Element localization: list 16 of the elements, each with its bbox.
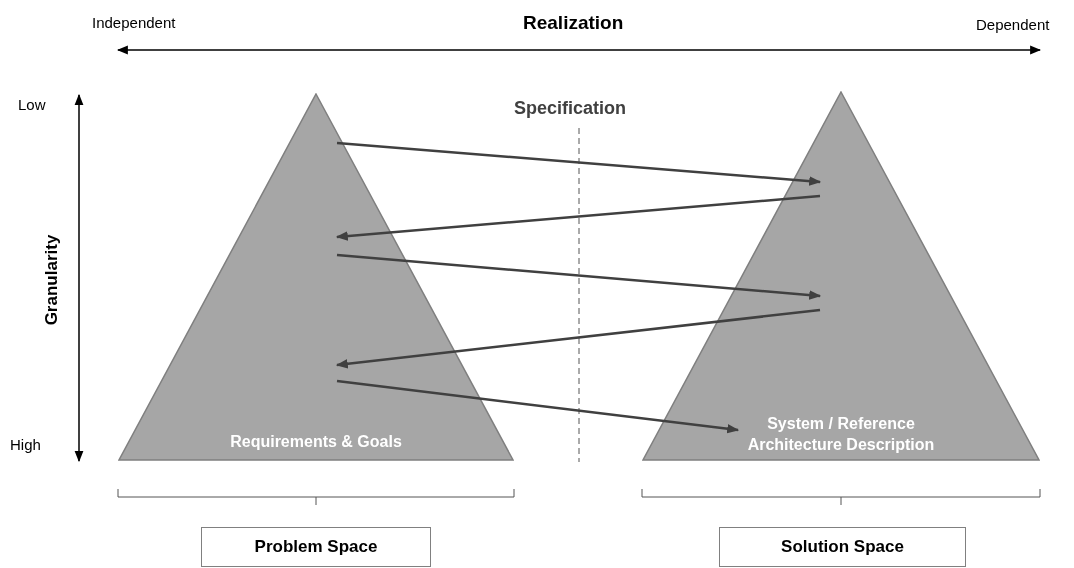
arrow (335, 194, 821, 241)
arrow (335, 308, 821, 369)
divider-label: Specification (514, 98, 627, 119)
axis-end-label: Low (18, 96, 46, 113)
arrow (336, 253, 822, 300)
triangle-label: System / Reference Architecture Description (746, 414, 936, 455)
label-box: Problem Space (201, 527, 431, 567)
arrow (336, 379, 740, 434)
axis-title: Realization (523, 12, 624, 34)
axis-end-label: High (10, 436, 41, 453)
arrow (336, 141, 822, 186)
label-box: Solution Space (719, 527, 966, 567)
axis-title: Granularity (42, 234, 62, 326)
axis-end-label: Dependent (976, 16, 1050, 33)
axis-end-label: Independent (92, 14, 176, 31)
triangle-label: Requirements & Goals (229, 432, 403, 452)
